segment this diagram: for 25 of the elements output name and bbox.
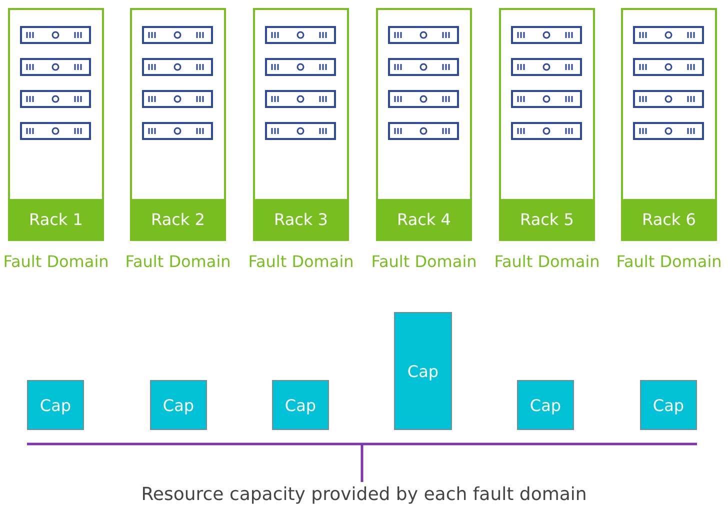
capacity-block: Cap bbox=[394, 312, 452, 430]
capacity-block: Cap bbox=[517, 380, 574, 430]
caption-text: Resource capacity provided by each fault domain bbox=[140, 484, 588, 505]
fault-domain-caption: Fault Domain bbox=[370, 251, 478, 273]
rack-label: Rack 2 bbox=[132, 199, 224, 239]
rack-cabinet bbox=[130, 8, 226, 241]
fault-domain-caption: Fault Domain bbox=[2, 251, 110, 273]
rack-cabinet bbox=[499, 8, 595, 241]
rack-label: Rack 5 bbox=[501, 199, 593, 239]
fault-domain-caption: Fault Domain bbox=[124, 251, 232, 273]
capacity-block: Cap bbox=[272, 380, 329, 430]
capacity-block: Cap bbox=[27, 380, 84, 430]
rack-cabinet bbox=[621, 8, 717, 241]
capacity-block: Cap bbox=[640, 380, 697, 430]
capacity-block: Cap bbox=[150, 380, 207, 430]
fault-domain-caption: Fault Domain bbox=[247, 251, 355, 273]
rack-label: Rack 3 bbox=[255, 199, 347, 239]
rack-label: Rack 1 bbox=[10, 199, 102, 239]
rack-label: Rack 6 bbox=[623, 199, 715, 239]
rack-cabinet bbox=[253, 8, 349, 241]
rack-label: Rack 4 bbox=[378, 199, 470, 239]
fault-domain-caption: Fault Domain bbox=[615, 251, 723, 273]
rack-cabinet bbox=[376, 8, 472, 241]
rack-cabinet bbox=[8, 8, 104, 241]
fault-domain-caption: Fault Domain bbox=[493, 251, 601, 273]
